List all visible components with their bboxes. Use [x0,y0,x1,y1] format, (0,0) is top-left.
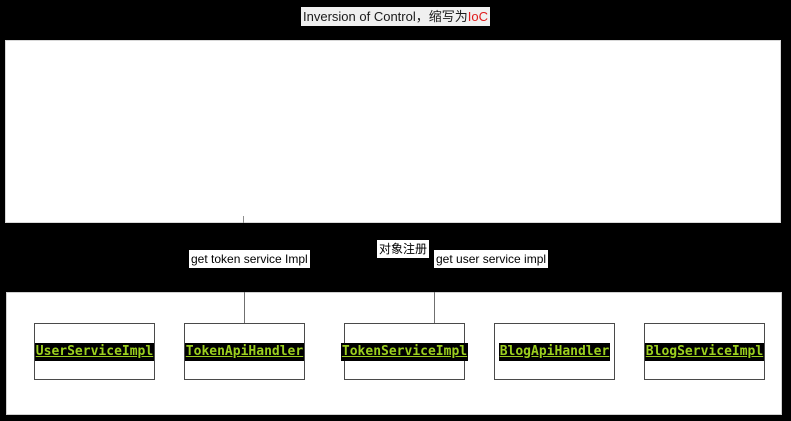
service-box-token-service-impl[interactable]: TokenServiceImpl [340,323,469,380]
panel-divider-tick [243,216,244,223]
service-box-label: TokenApiHandler [184,342,305,361]
service-box-blog-api-handler[interactable]: BlogApiHandler [494,323,615,380]
label-get-token-service-impl: get token service Impl [189,250,310,268]
page-title-text: Inversion of Control，缩写为IoC [301,6,490,26]
service-bean-panel: UserServiceImpl TokenApiHandler TokenSer… [6,292,782,415]
label-object-registration: 对象注册 [377,240,430,258]
upper-content-panel [5,40,781,223]
service-box-token-api-handler[interactable]: TokenApiHandler [184,323,305,380]
page-title: Inversion of Control，缩写为IoC [0,5,791,27]
service-box-label: UserServiceImpl [34,342,155,361]
connector-line-token-api-handler [244,292,245,323]
label-get-user-service-impl: get user service impl [434,250,549,268]
service-box-label: TokenServiceImpl [340,342,469,361]
service-box-user-service-impl[interactable]: UserServiceImpl [34,323,155,380]
page-title-accent: IoC [467,8,488,24]
connector-line-blog-api-handler [434,292,435,323]
service-box-row: UserServiceImpl TokenApiHandler TokenSer… [7,293,781,414]
service-box-label: BlogServiceImpl [644,342,765,361]
service-box-label: BlogApiHandler [498,342,611,361]
service-box-blog-service-impl[interactable]: BlogServiceImpl [644,323,765,380]
page-title-main: Inversion of Control，缩写为 [303,8,468,24]
